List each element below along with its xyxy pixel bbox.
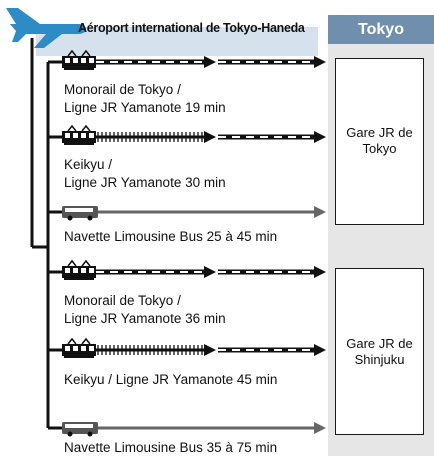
route-3-arrow <box>314 206 326 218</box>
route-2-arrow1 <box>204 131 216 143</box>
route-label-1: Monorail de Tokyo / Ligne JR Yamanote 19… <box>64 81 226 117</box>
route-1-arrow2 <box>314 56 326 68</box>
route-label-line: Navette Limousine Bus 25 à 45 min <box>64 229 278 244</box>
route-4-arrow1 <box>204 266 216 278</box>
route-label-3: Navette Limousine Bus 25 à 45 min <box>64 228 277 246</box>
station-box-shinjuku <box>335 268 424 435</box>
route-3-bus-icon <box>62 206 98 221</box>
route-label-line: Ligne JR Yamanote 36 min <box>64 311 226 326</box>
route-6-arrow <box>314 422 326 434</box>
route-label-line: Ligne JR Yamanote 30 min <box>64 175 226 190</box>
route-label-line: Monorail de Tokyo / <box>64 82 181 97</box>
airplane-icon <box>6 8 86 48</box>
destination-city-label: Tokyo <box>358 21 404 38</box>
origin-label: Aéroport international de Tokyo-Haneda <box>78 21 305 35</box>
route-label-line: Navette Limousine Bus 35 à 75 min <box>64 440 278 455</box>
station-name: Gare JR de Shinjuku <box>346 336 413 367</box>
route-1-arrow1 <box>204 56 216 68</box>
route-6-bus-icon <box>62 422 98 437</box>
station-name: Gare JR de Tokyo <box>346 125 413 156</box>
route-5-arrow2 <box>314 344 326 356</box>
route-5-arrow1 <box>204 344 216 356</box>
route-label-2: Keikyu / Ligne JR Yamanote 30 min <box>64 156 226 192</box>
route-label-6: Navette Limousine Bus 35 à 75 min <box>64 439 277 457</box>
route-label-4: Monorail de Tokyo / Ligne JR Yamanote 36… <box>64 292 226 328</box>
route-2-arrow2 <box>314 131 326 143</box>
station-box-tokyo <box>335 58 424 225</box>
route-2-train-icon <box>62 124 96 145</box>
route-label-line: Ligne JR Yamanote 19 min <box>64 100 226 115</box>
route-5-train-icon <box>62 337 96 358</box>
route-4-arrow2 <box>314 266 326 278</box>
route-4-train-icon <box>62 259 96 280</box>
route-1-train-icon <box>62 49 96 70</box>
route-label-line: Keikyu / Ligne JR Yamanote 45 min <box>64 372 278 387</box>
station-label-tokyo: Gare JR de Tokyo <box>335 125 424 157</box>
route-label-5: Keikyu / Ligne JR Yamanote 45 min <box>64 371 277 389</box>
route-label-line: Keikyu / <box>64 157 113 172</box>
station-label-shinjuku: Gare JR de Shinjuku <box>335 336 424 368</box>
route-label-line: Monorail de Tokyo / <box>64 293 181 308</box>
destination-header <box>328 15 434 44</box>
